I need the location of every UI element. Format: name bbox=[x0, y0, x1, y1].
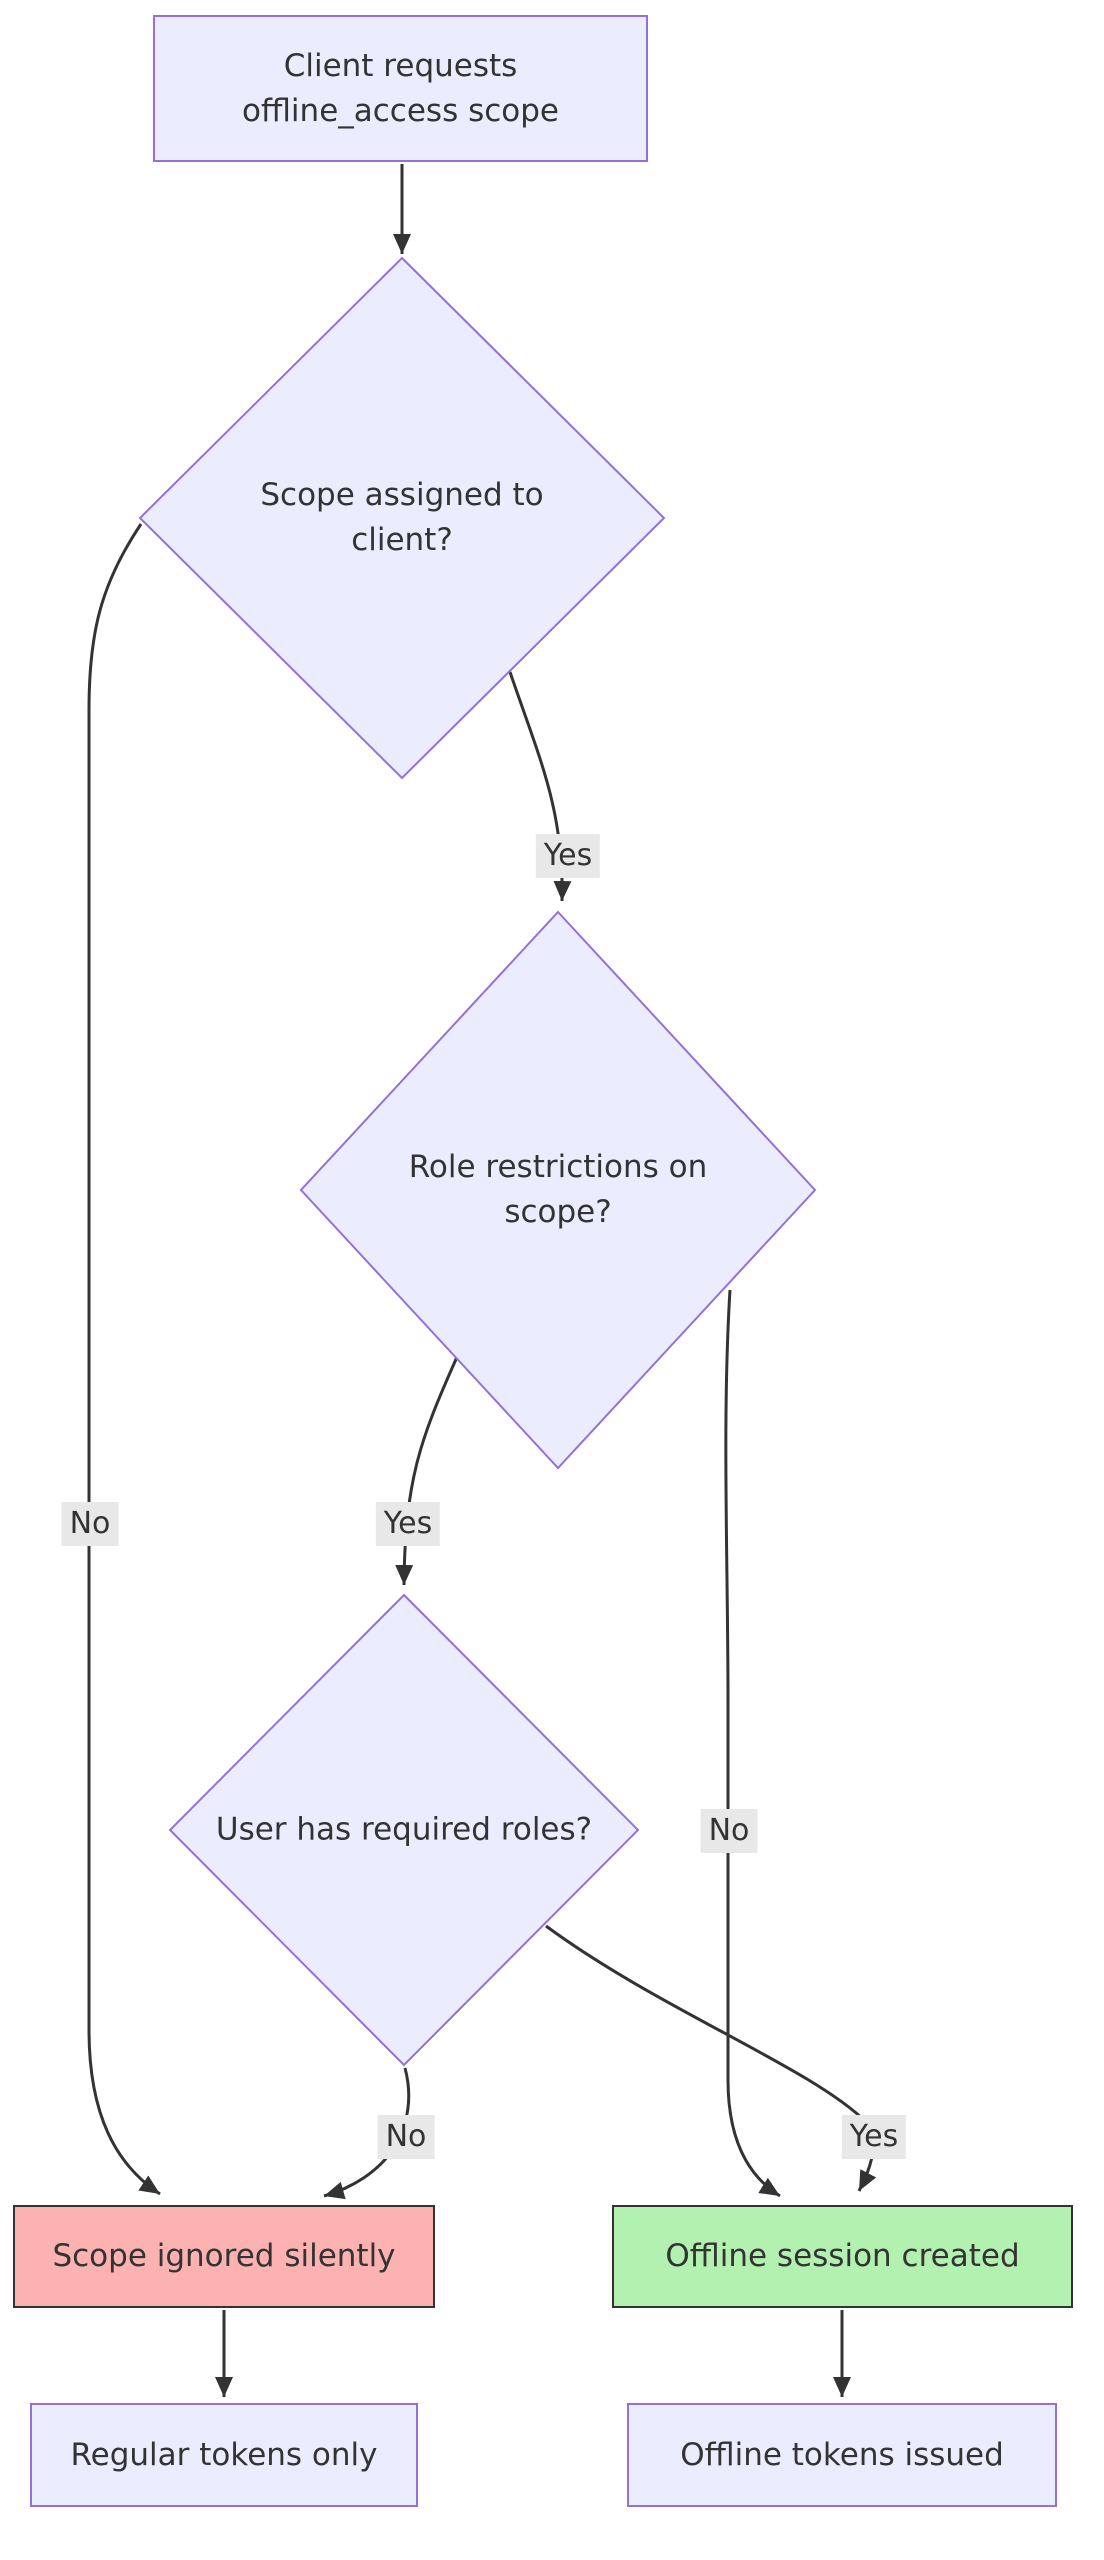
edge-label-user-has-roles-no: No bbox=[377, 2115, 435, 2159]
edge-label-user-has-roles-yes: Yes bbox=[841, 2115, 907, 2159]
decision-role-restrictions bbox=[299, 910, 817, 1470]
node-offline-tokens-label: Offline tokens issued bbox=[680, 2436, 1004, 2473]
decision-scope-assigned-line1: Scope assigned to bbox=[260, 477, 544, 513]
decision-role-restrictions-text: Role restrictions on scope? bbox=[409, 1145, 708, 1235]
node-client-request: Client requests offline_access scope bbox=[153, 15, 648, 162]
node-regular-tokens-label: Regular tokens only bbox=[70, 2436, 378, 2473]
decision-user-has-roles bbox=[168, 1593, 640, 2067]
decision-user-has-roles-text: User has required roles? bbox=[216, 1808, 592, 1853]
decision-role-restrictions-line1: Role restrictions on bbox=[408, 1149, 708, 1185]
edge-role-restrictions-no bbox=[724, 1289, 781, 2198]
decision-scope-assigned bbox=[138, 256, 666, 780]
edge-scope-assigned-no bbox=[87, 523, 161, 2196]
edge-label-role-restrictions-yes: Yes bbox=[375, 1502, 441, 1546]
decision-scope-assigned-text: Scope assigned to client? bbox=[260, 473, 543, 563]
node-client-request-line1: Client requests bbox=[283, 47, 518, 84]
decision-user-has-roles-line1: User has required roles? bbox=[215, 1811, 593, 1848]
edge-label-role-restrictions-no: No bbox=[700, 1809, 758, 1853]
node-offline-session-label: Offline session created bbox=[665, 2238, 1020, 2274]
edge-user-has-roles-yes bbox=[545, 1924, 877, 2192]
node-scope-ignored: Scope ignored silently bbox=[13, 2205, 435, 2308]
node-scope-ignored-label: Scope ignored silently bbox=[52, 2238, 396, 2274]
edge-role-restrictions-yes bbox=[395, 1356, 459, 1586]
decision-scope-assigned-line2: client? bbox=[351, 522, 453, 558]
node-regular-tokens: Regular tokens only bbox=[30, 2403, 418, 2507]
edge-label-scope-assigned-yes: Yes bbox=[535, 834, 601, 878]
node-offline-session: Offline session created bbox=[612, 2205, 1073, 2308]
node-client-request-line2: offline_access scope bbox=[242, 92, 559, 129]
decision-role-restrictions-line2: scope? bbox=[504, 1194, 612, 1230]
node-offline-tokens: Offline tokens issued bbox=[627, 2403, 1057, 2507]
edge-label-scope-assigned-no: No bbox=[61, 1502, 119, 1546]
